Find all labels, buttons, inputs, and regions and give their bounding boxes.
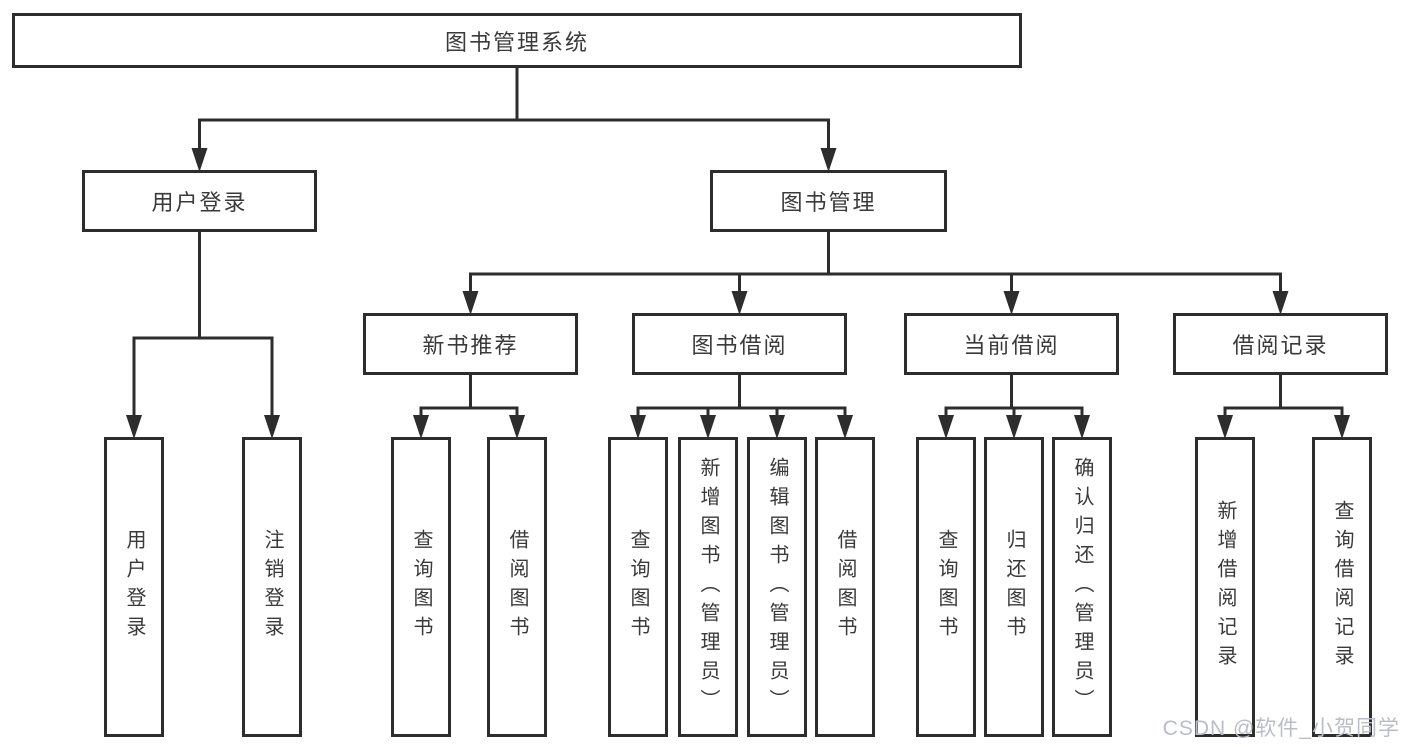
- arrowhead-icon-leaf-br-add: [1217, 415, 1233, 439]
- node-label: 用户登录: [151, 190, 248, 215]
- node-label: 查询借阅记录: [1331, 500, 1353, 674]
- arrowhead-icon-leaf-nbr-query: [413, 415, 429, 439]
- node-label: 借阅记录: [1232, 333, 1329, 358]
- node-borrow-records: 借阅记录: [1173, 313, 1388, 375]
- arrowhead-icon-leaf-cb-query: [938, 415, 954, 439]
- node-label: 归还图书: [1003, 529, 1025, 645]
- node-label: 查询图书: [410, 529, 432, 645]
- node-label: 借阅图书: [506, 529, 528, 645]
- arrowhead-icon-leaf-bb-borrow: [837, 415, 853, 439]
- node-label: 编辑图书（管理员）: [766, 456, 788, 718]
- node-label: 新增图书（管理员）: [697, 456, 719, 718]
- node-leaf-cb-confirm: 确认归还（管理员）: [1052, 437, 1112, 737]
- node-leaf-logout: 注销登录: [242, 437, 302, 737]
- arrowhead-icon-leaf-cb-confirm: [1074, 415, 1090, 439]
- node-leaf-bb-edit: 编辑图书（管理员）: [747, 437, 807, 737]
- node-label: 当前借阅: [963, 333, 1060, 358]
- node-label: 借阅图书: [834, 529, 856, 645]
- node-leaf-bb-borrow: 借阅图书: [815, 437, 875, 737]
- arrowhead-icon-book-borrow: [731, 291, 748, 315]
- node-leaf-user-login: 用户登录: [104, 437, 164, 737]
- node-label: 注销登录: [261, 529, 283, 645]
- node-leaf-br-query: 查询借阅记录: [1312, 437, 1372, 737]
- arrowhead-icon-leaf-cb-return: [1006, 415, 1022, 439]
- node-current-borrow: 当前借阅: [904, 313, 1119, 375]
- node-root: 图书管理系统: [12, 13, 1022, 68]
- node-leaf-nbr-query: 查询图书: [391, 437, 451, 737]
- node-label: 图书借阅: [691, 333, 788, 358]
- arrowhead-icon-leaf-nbr-borrow: [509, 415, 525, 439]
- arrowhead-icon-book-mgmt: [820, 148, 837, 172]
- node-book-borrow: 图书借阅: [632, 313, 847, 375]
- node-new-book-rec: 新书推荐: [363, 313, 578, 375]
- arrowhead-icon-user-login: [191, 148, 208, 172]
- arrowhead-icon-leaf-logout: [264, 415, 280, 439]
- arrowhead-icon-current-borrow: [1003, 291, 1020, 315]
- node-leaf-cb-return: 归还图书: [984, 437, 1044, 737]
- node-label: 用户登录: [123, 529, 145, 645]
- node-label: 图书管理系统: [444, 29, 589, 55]
- node-label: 查询图书: [627, 529, 649, 645]
- arrowhead-icon-new-book-rec: [462, 291, 479, 315]
- node-leaf-br-add: 新增借阅记录: [1195, 437, 1255, 737]
- watermark-text: CSDN @软件_小贺同学: [1162, 717, 1400, 740]
- node-label: 查询图书: [935, 529, 957, 645]
- node-label: 确认归还（管理员）: [1071, 456, 1093, 718]
- node-leaf-bb-query: 查询图书: [608, 437, 668, 737]
- node-book-mgmt: 图书管理: [710, 170, 947, 232]
- node-leaf-cb-query: 查询图书: [916, 437, 976, 737]
- node-label: 新书推荐: [422, 333, 519, 358]
- arrowhead-icon-leaf-user-login: [126, 415, 142, 439]
- arrowhead-icon-leaf-br-query: [1334, 415, 1350, 439]
- arrowhead-icon-leaf-bb-edit: [769, 415, 785, 439]
- node-leaf-bb-add: 新增图书（管理员）: [678, 437, 738, 737]
- node-user-login: 用户登录: [82, 170, 317, 232]
- node-label: 图书管理: [780, 190, 877, 215]
- arrowhead-icon-borrow-records: [1272, 291, 1289, 315]
- arrowhead-icon-leaf-bb-query: [630, 415, 646, 439]
- arrowhead-icon-leaf-bb-add: [700, 415, 716, 439]
- node-label: 新增借阅记录: [1214, 500, 1236, 674]
- node-leaf-nbr-borrow: 借阅图书: [487, 437, 547, 737]
